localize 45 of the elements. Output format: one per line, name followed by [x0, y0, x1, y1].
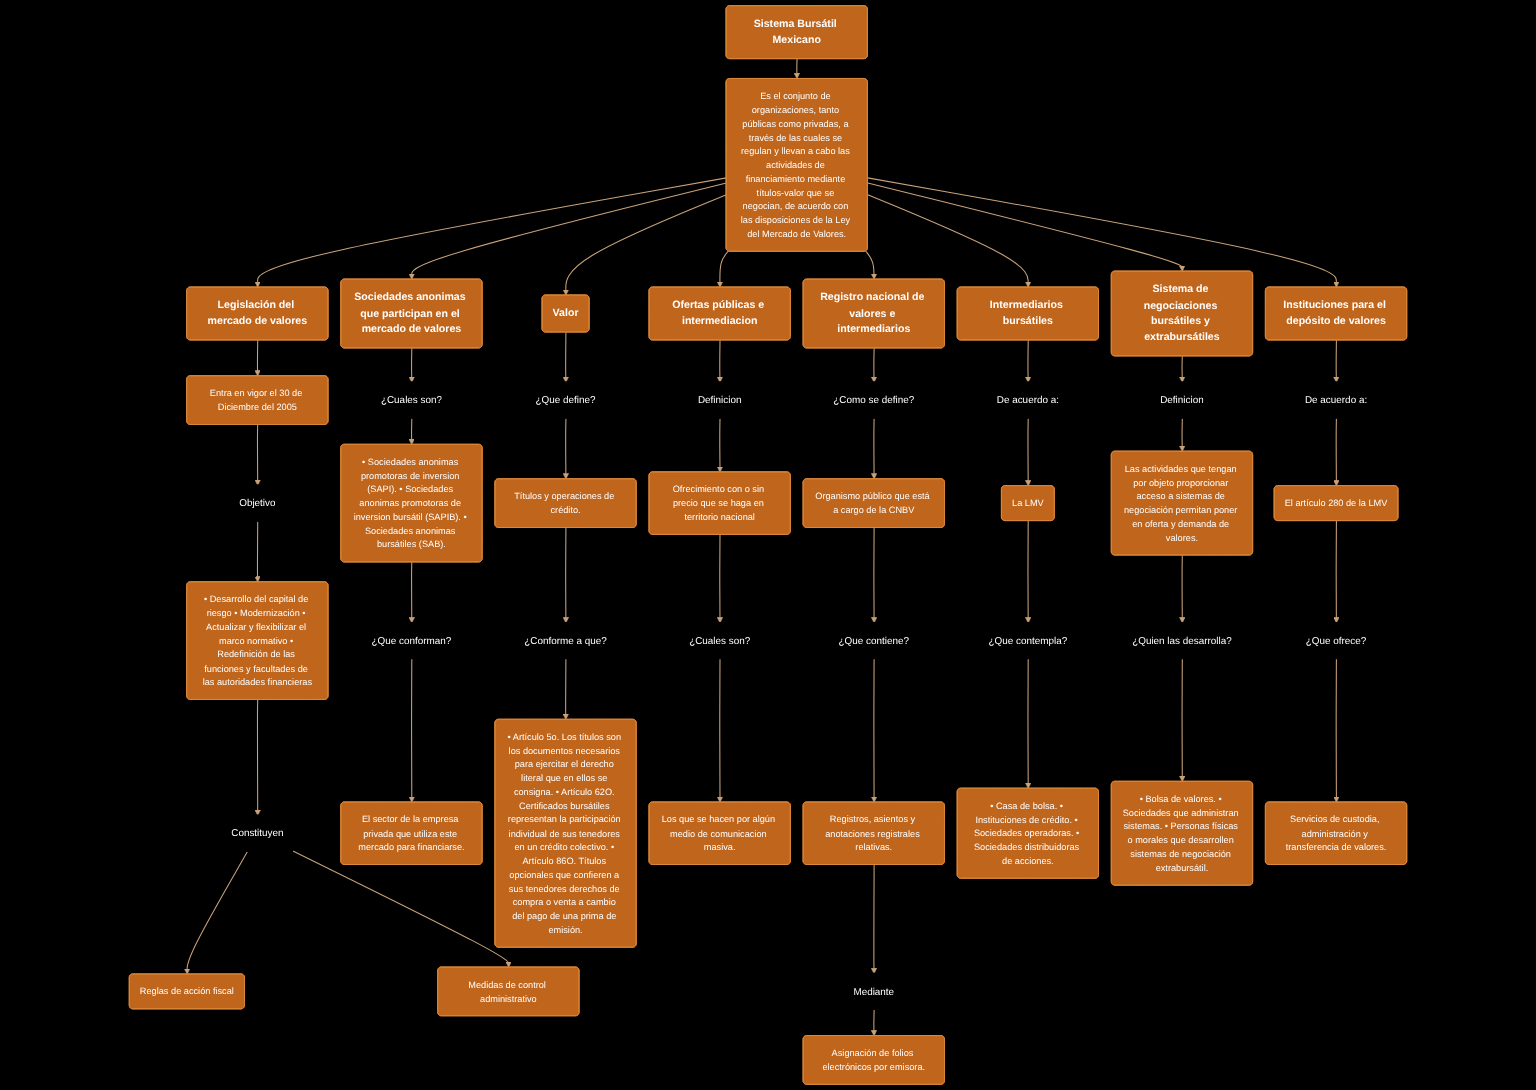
arrow [870, 347, 878, 383]
arrow [1333, 520, 1340, 624]
arrow [408, 658, 415, 803]
arrow [408, 417, 415, 445]
arrow [716, 339, 723, 383]
arrow [716, 250, 729, 288]
arrow [292, 850, 512, 968]
arrow [865, 250, 878, 280]
arrow [1179, 417, 1186, 452]
arrow [184, 851, 248, 975]
arrow [867, 182, 1186, 272]
arrow [562, 658, 569, 720]
arrow [408, 182, 727, 280]
arrow [1333, 339, 1340, 383]
arrow [1025, 417, 1032, 487]
arrow [870, 417, 878, 480]
arrow [254, 177, 727, 288]
arrow [1025, 520, 1032, 624]
arrow [254, 424, 261, 486]
arrow [716, 658, 724, 803]
arrow [562, 194, 727, 296]
arrow [1179, 355, 1186, 383]
arrow [870, 1009, 877, 1037]
arrow [562, 417, 569, 480]
arrow [716, 534, 724, 624]
arrow [1333, 658, 1340, 803]
arrow [254, 339, 261, 377]
arrow [254, 520, 261, 583]
arrow [1179, 658, 1186, 782]
arrow [870, 864, 878, 974]
arrow [1333, 417, 1340, 487]
arrow [867, 177, 1340, 288]
arrow [562, 331, 569, 383]
arrow [1179, 554, 1186, 624]
arrow [867, 194, 1032, 288]
arrow [716, 417, 724, 473]
arrow [408, 561, 415, 624]
arrow [408, 347, 415, 383]
arrow [870, 527, 878, 624]
arrow [793, 58, 800, 80]
arrow [562, 527, 569, 624]
arrow [871, 658, 878, 803]
arrow [1025, 658, 1032, 789]
arrow [1025, 339, 1032, 383]
arrow [254, 699, 261, 816]
